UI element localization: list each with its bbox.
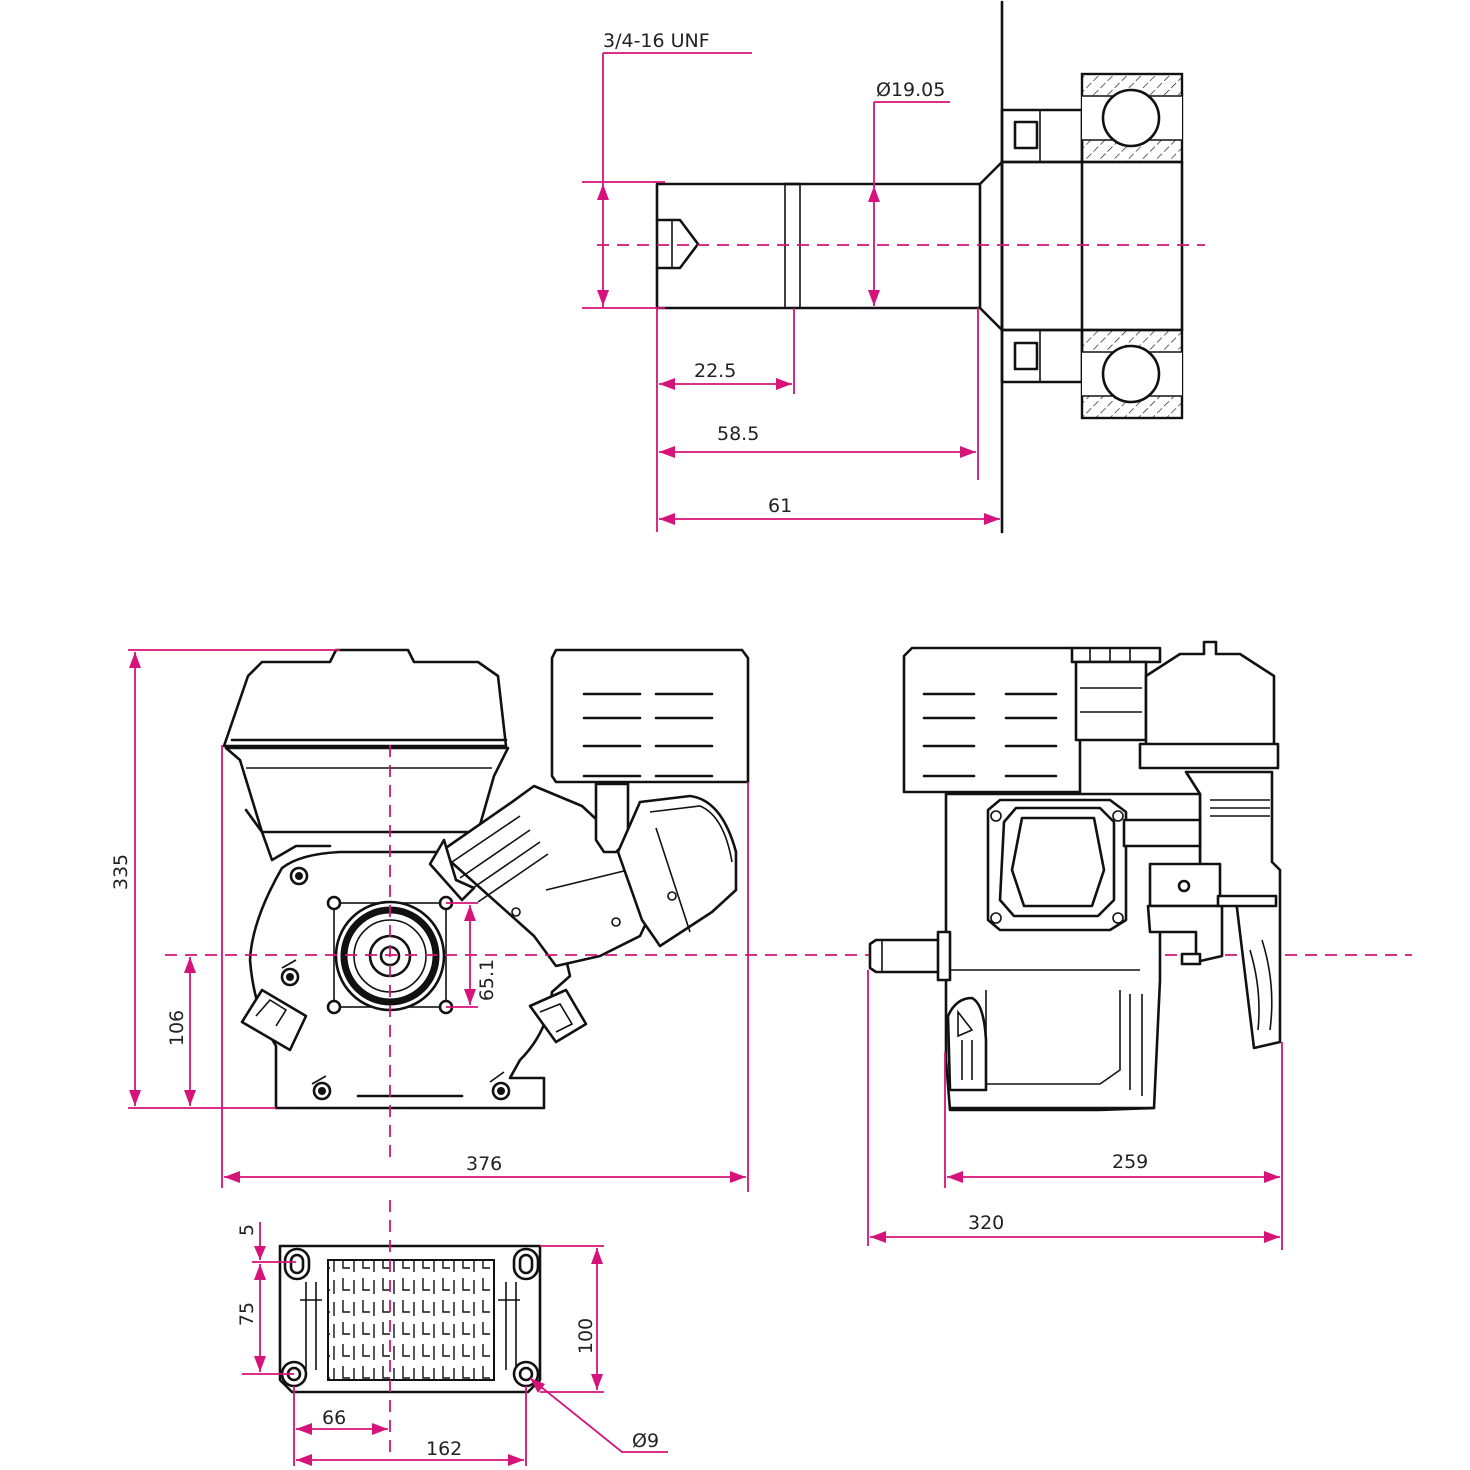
fan-housing-top — [1144, 640, 1276, 748]
hole-spacing-h-dimension: 162 — [296, 1386, 527, 1466]
crank-block — [1000, 160, 1184, 332]
length-c-label: 61 — [768, 495, 792, 517]
engine-base-view: 5 75 100 66 162 Ø9 — [236, 1200, 668, 1466]
fuel-tank — [222, 648, 508, 748]
diameter-dimension: Ø19.05 — [868, 79, 950, 306]
offset-dimension: 5 — [236, 1222, 296, 1263]
bearing-upper — [1080, 72, 1184, 164]
shaft-body — [655, 160, 1004, 332]
bearing-lower — [1080, 328, 1184, 420]
thread-dimension: 3/4-16 UNF — [582, 30, 752, 309]
hole-diameter-label: Ø9 — [632, 1430, 659, 1452]
muffler-side — [616, 794, 738, 948]
shaft-height-dimension: 106 — [166, 957, 196, 1106]
thread-end-line — [784, 184, 801, 308]
hole-spacing-h-label: 162 — [426, 1438, 462, 1460]
height-label: 335 — [110, 854, 132, 890]
left-bracket — [240, 988, 308, 1052]
width-label: 376 — [466, 1153, 502, 1175]
front-width-a-label: 259 — [1112, 1151, 1148, 1173]
center-drill-hole — [655, 218, 700, 270]
air-cleaner-front — [902, 646, 1082, 794]
carburetor — [1074, 660, 1148, 742]
hole-diameter-callout: Ø9 — [529, 1377, 668, 1453]
offset-label: 5 — [236, 1224, 258, 1236]
oil-filler — [946, 996, 988, 1092]
length-dimensions: 22.5 58.5 61 — [656, 308, 1000, 532]
flange-dimension: 65.1 — [446, 902, 498, 1008]
shaft-detail: 3/4-16 UNF Ø19.05 22.5 58.5 61 — [582, 0, 1205, 534]
pto-shaft-front — [868, 938, 942, 974]
shaft-height-label: 106 — [166, 1010, 188, 1046]
throttle-control — [1148, 862, 1222, 908]
width-dimension: 376 — [221, 745, 749, 1192]
diameter-label: Ø19.05 — [876, 79, 945, 101]
engine-side-view: 335 106 65.1 376 — [110, 648, 1412, 1192]
bracket-fin — [428, 838, 476, 902]
half-spacing-dimension: 66 — [293, 1386, 388, 1466]
depth-dimension: 100 — [540, 1245, 604, 1393]
flange-label: 65.1 — [476, 959, 498, 1001]
front-width-a-dimension: 259 — [944, 1042, 1283, 1250]
base-rib-pattern — [327, 1259, 495, 1381]
half-spacing-label: 66 — [322, 1407, 346, 1429]
engine-front-view: 259 320 — [867, 640, 1283, 1250]
air-cleaner-side — [550, 648, 750, 784]
length-b-label: 58.5 — [717, 423, 759, 445]
hole-spacing-v-dimension: 75 — [236, 1264, 294, 1375]
length-a-label: 22.5 — [694, 360, 736, 382]
thread-label: 3/4-16 UNF — [603, 30, 710, 52]
depth-label: 100 — [575, 1318, 597, 1354]
intake-tube — [594, 782, 630, 854]
air-cleaner-vents — [582, 692, 714, 778]
front-width-b-label: 320 — [968, 1212, 1004, 1234]
front-width-b-dimension: 320 — [867, 970, 1280, 1246]
right-bracket — [528, 988, 588, 1044]
height-dimension: 335 — [110, 649, 340, 1109]
hole-spacing-v-label: 75 — [236, 1302, 258, 1326]
mounting-hole-tr — [512, 1247, 540, 1281]
mounting-hole-tl — [283, 1247, 311, 1281]
